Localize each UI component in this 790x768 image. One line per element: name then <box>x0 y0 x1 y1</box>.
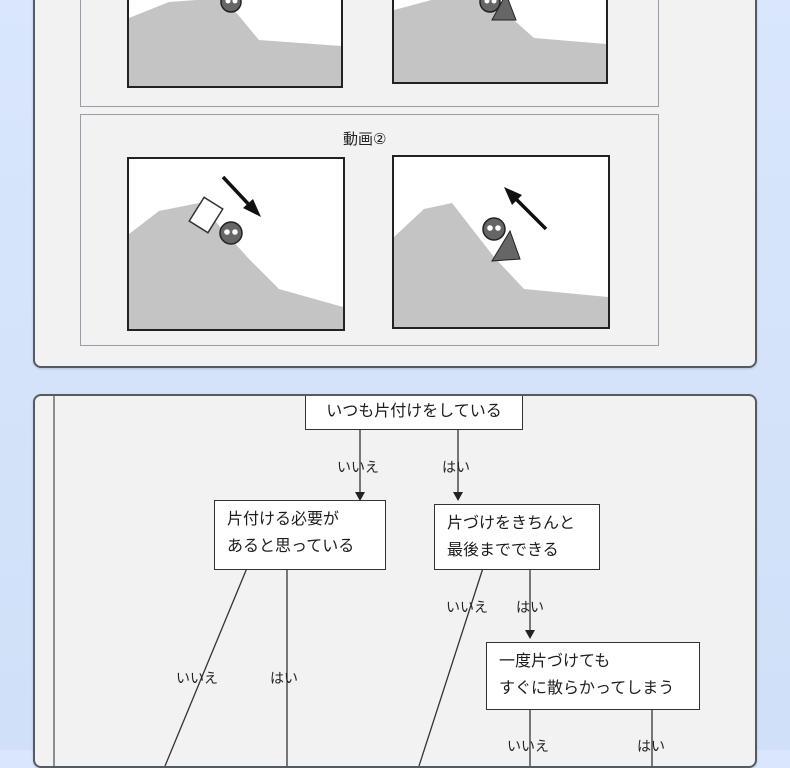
video2-caption: 動画② <box>343 130 387 148</box>
video2-frame <box>80 114 659 346</box>
node-text-line1: 片付ける必要が <box>227 509 340 528</box>
slope-illustration <box>129 0 341 86</box>
flow-node-left: 片付ける必要が あると思っている <box>214 500 386 570</box>
flow-label-yes: はい <box>270 671 298 687</box>
video1-frame <box>80 0 659 107</box>
flow-label-no: いいえ <box>176 671 218 687</box>
illustration-card: 動画② <box>33 0 757 368</box>
slope-illustration <box>394 0 606 82</box>
flow-label-no: いいえ <box>337 460 379 476</box>
flow-label-no: いいえ <box>507 739 549 755</box>
node-text-line2: 最後までできる <box>447 540 559 559</box>
node-text-line1: 一度片づけても <box>499 651 611 670</box>
page-margin-line <box>53 396 55 766</box>
flowchart-card: いつも片付けをしている いいえ はい 片付ける必要が あると思っている 片づけを… <box>33 394 757 768</box>
flow-node-root: いつも片付けをしている <box>305 396 523 430</box>
flowchart-connectors <box>164 430 653 766</box>
flow-label-yes: はい <box>637 739 665 755</box>
flow-label-yes: はい <box>442 460 470 476</box>
node-text: いつも片付けをしている <box>326 401 502 420</box>
node-text-line1: 片づけをきちんと <box>447 513 576 532</box>
flow-node-bottom: 一度片づけても すぐに散らかってしまう <box>486 642 700 710</box>
flow-label-yes: はい <box>516 600 544 616</box>
flow-node-right: 片づけをきちんと 最後までできる <box>434 504 600 570</box>
flow-label-no: いいえ <box>446 600 488 616</box>
slope-illustration <box>394 187 608 327</box>
node-text-line2: すぐに散らかってしまう <box>499 678 675 697</box>
triangle-block-icon <box>491 0 517 21</box>
video2-scene-left <box>127 157 345 331</box>
video2-scene-right <box>392 155 610 329</box>
ball-icon <box>482 217 506 241</box>
ball-icon <box>219 221 243 245</box>
node-text-line2: あると思っている <box>227 536 355 555</box>
arrow-up-left-icon <box>512 195 548 231</box>
triangle-block-icon <box>491 229 521 262</box>
video1-scene-right <box>392 0 608 84</box>
video1-scene-left <box>127 0 343 88</box>
slope-illustration <box>129 175 343 329</box>
square-block-icon <box>188 196 224 234</box>
